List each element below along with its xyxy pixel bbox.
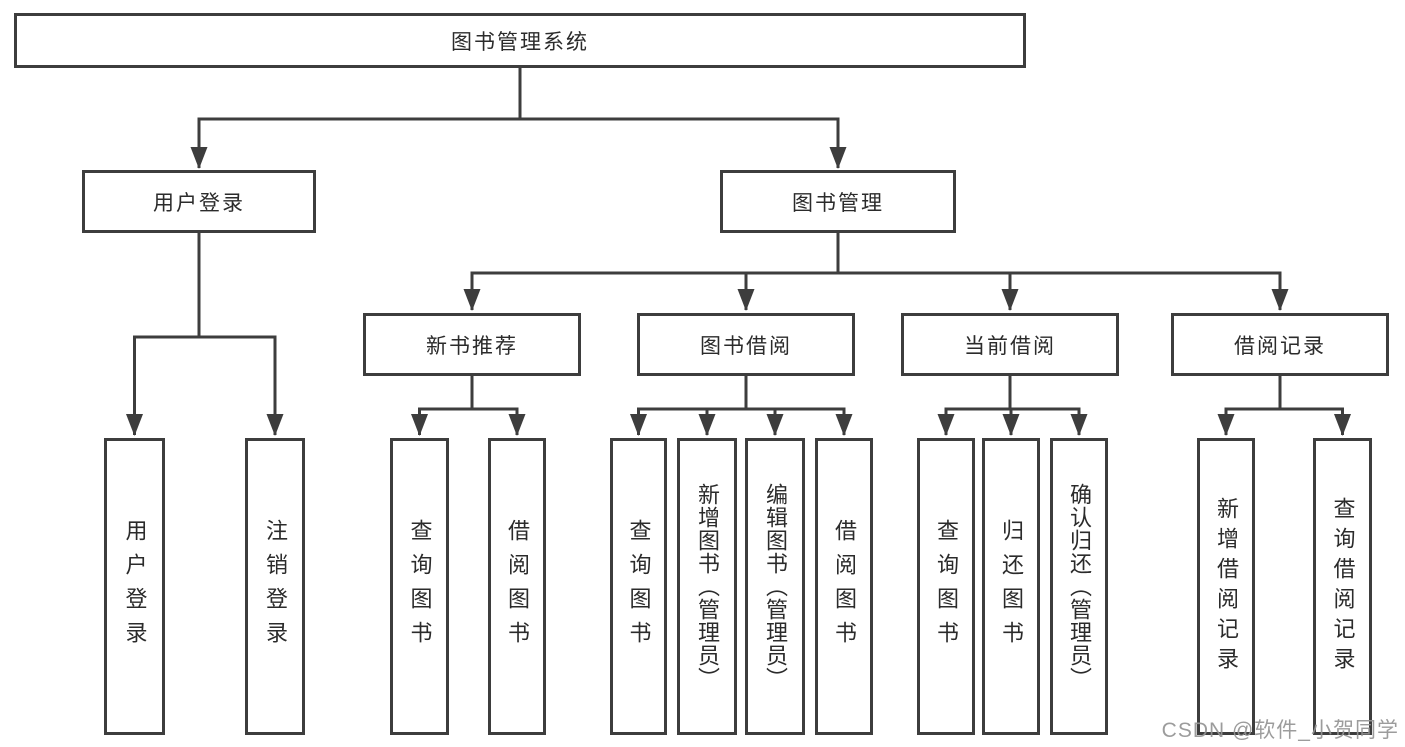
node-label: 当前借阅: [964, 334, 1056, 358]
node-book-management: 图书管理: [720, 170, 956, 233]
node-label: 用户登录: [153, 191, 245, 215]
node-query-books-1: 查询图书: [390, 438, 449, 735]
node-label: 查询图书: [934, 518, 959, 655]
node-label: 查询图书: [626, 518, 652, 655]
node-label: 查询图书: [407, 518, 433, 655]
node-label: 图书管理: [792, 191, 884, 215]
node-book-borrow: 图书借阅: [637, 313, 855, 376]
node-label: 查询借阅记录: [1330, 496, 1356, 677]
node-label: 借阅图书: [832, 518, 857, 655]
node-new-book-recommend: 新书推荐: [363, 313, 581, 376]
node-current-borrow: 当前借阅: [901, 313, 1119, 376]
node-label: 借阅图书: [505, 518, 530, 655]
node-label: 借阅记录: [1234, 334, 1326, 358]
node-user-login: 用户登录: [82, 170, 316, 233]
node-borrow-books-1: 借阅图书: [488, 438, 546, 735]
node-query-books-2: 查询图书: [610, 438, 667, 735]
node-query-borrow-record: 查询借阅记录: [1313, 438, 1372, 735]
node-label: 新增借阅记录: [1214, 496, 1239, 677]
node-label: 确认归还（管理员）: [1067, 483, 1092, 690]
node-return-book: 归还图书: [982, 438, 1040, 735]
node-root: 图书管理系统: [14, 13, 1026, 68]
node-label: 用户登录: [122, 518, 148, 655]
node-borrow-books-2: 借阅图书: [815, 438, 873, 735]
node-add-book-admin: 新增图书（管理员）: [677, 438, 737, 735]
node-add-borrow-record: 新增借阅记录: [1197, 438, 1255, 735]
node-query-books-3: 查询图书: [917, 438, 975, 735]
node-label: 归还图书: [999, 518, 1024, 655]
node-confirm-return-admin: 确认归还（管理员）: [1050, 438, 1108, 735]
node-label: 图书借阅: [700, 334, 792, 358]
watermark-text: CSDN @软件_小贺同学: [1161, 719, 1399, 742]
node-borrow-records: 借阅记录: [1171, 313, 1389, 376]
node-label: 图书管理系统: [451, 30, 589, 54]
node-logout-action: 注销登录: [245, 438, 305, 735]
node-user-login-action: 用户登录: [104, 438, 165, 735]
node-edit-book-admin: 编辑图书（管理员）: [745, 438, 805, 735]
connector-trunks: [133, 66, 1344, 411]
node-label: 注销登录: [263, 518, 288, 655]
node-label: 新书推荐: [426, 334, 518, 358]
node-label: 新增图书（管理员）: [695, 483, 720, 690]
node-label: 编辑图书（管理员）: [763, 483, 788, 690]
